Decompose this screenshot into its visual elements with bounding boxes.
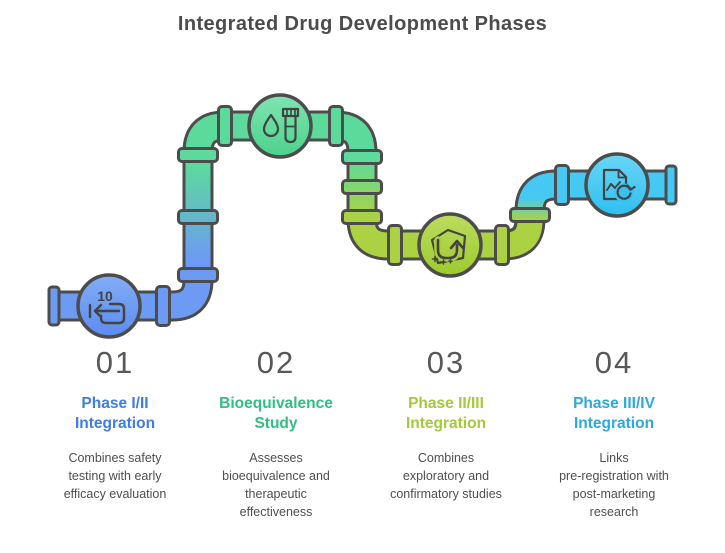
rewind-10-icon: 10 (88, 288, 126, 325)
phase-column-2: 02 Bioequivalence Study Assesses bioequi… (191, 347, 361, 521)
rewind-10-label: 10 (97, 288, 113, 304)
phase-description: Combines safety testing with early effic… (63, 451, 167, 501)
pipeline-node-3 (417, 212, 483, 278)
phase-number: 03 (426, 345, 466, 380)
phase-number: 01 (95, 345, 135, 380)
phase-column-3: 03 Phase II/III Integration Combines exp… (361, 347, 531, 504)
phase-label: Phase II/III Integration (405, 395, 487, 433)
pipe-endcap-left (47, 285, 61, 327)
pipeline-node-1 (76, 273, 142, 339)
phase-description: Assesses bioequivalence and therapeutic … (222, 451, 330, 519)
phase-column-4: 04 Phase III/IV Integration Links pre-re… (529, 347, 699, 521)
pipeline-node-2 (247, 93, 313, 159)
phase-description: Links pre-registration with post-marketi… (559, 451, 669, 519)
phase-number: 04 (594, 345, 634, 380)
phase-label: Phase III/IV Integration (573, 395, 655, 433)
phase-description: Combines exploratory and confirmatory st… (390, 451, 502, 501)
phase-column-1: 01 Phase I/II Integration Combines safet… (30, 347, 200, 504)
pipe-endcap-right (664, 164, 678, 206)
droplet-testtube-icon (262, 107, 300, 144)
report-refresh-icon (602, 168, 636, 203)
page-title: Integrated Drug Development Phases (177, 13, 548, 35)
level-up-arrow-icon (430, 228, 467, 265)
phase-label: Phase I/II Integration (74, 395, 156, 433)
phase-number: 02 (256, 345, 296, 380)
phase-label: Bioequivalence Study (219, 395, 333, 433)
pipe-couplings (155, 105, 570, 327)
